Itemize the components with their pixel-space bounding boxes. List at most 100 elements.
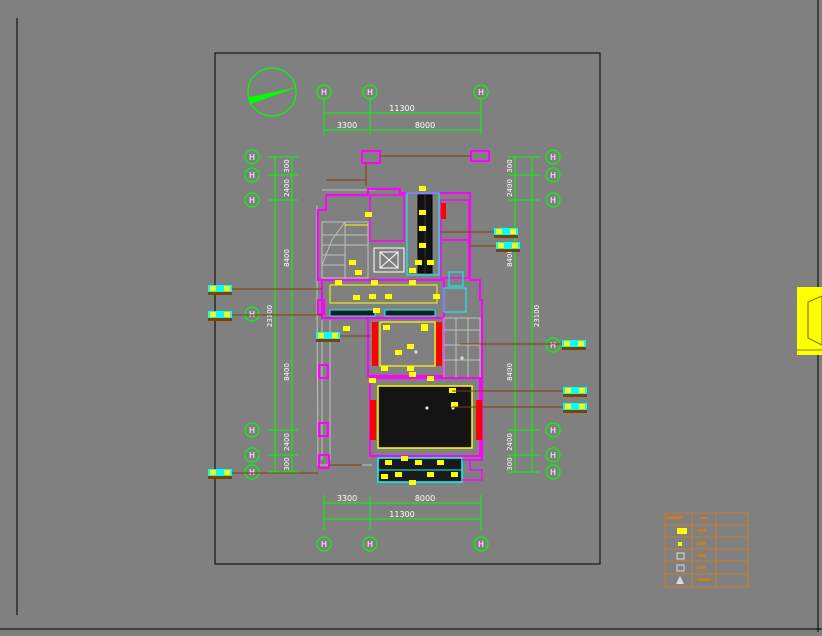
left-axis-bubble: H [244, 464, 260, 480]
light-fixture-icon [365, 212, 372, 217]
legend-icon-5 [676, 576, 684, 584]
light-fixture-icon [349, 260, 356, 265]
light-fixtures [335, 186, 464, 485]
light-fixture-icon [343, 326, 350, 331]
light-fixture-icon [427, 260, 434, 265]
annotation-tag-icon [208, 311, 322, 321]
right-axis-label: H [550, 341, 556, 350]
dim-right-d: 2400 [506, 433, 514, 451]
dim-top-total: 11300 [389, 104, 414, 113]
left-axis-label: H [249, 171, 255, 180]
left-axis-bubble: H [244, 167, 260, 183]
legend-icon-4 [676, 564, 685, 572]
left-axis-bubble: H [244, 447, 260, 463]
chimney-right [470, 150, 490, 162]
dim-right-top-small: 300 [506, 159, 514, 172]
right-dimension-group: 300 2400 8400 23100 8400 2400 300 [506, 156, 541, 473]
right-axis-bubble: H [545, 149, 561, 165]
annotation-tag-icon [316, 332, 370, 342]
sheet-frame [214, 52, 601, 565]
bottom-axis-label: H [367, 540, 373, 549]
left-axis-label: H [249, 451, 255, 460]
light-fixture-icon [355, 270, 362, 275]
outlet-icon [460, 356, 464, 360]
hexagon-tab-icon[interactable] [797, 287, 822, 355]
light-fixture-icon [381, 366, 388, 371]
legend-icon-3 [676, 552, 685, 560]
dim-bottom-left: 3300 [337, 494, 357, 503]
top-axis-label: H [367, 88, 373, 97]
right-axis-label: H [550, 171, 556, 180]
dim-left-b: 8400 [283, 249, 291, 267]
dim-right-total: 23100 [533, 305, 541, 327]
light-fixture-icon [419, 186, 426, 191]
elevator-cross-2 [379, 251, 399, 269]
light-fixture-icon [415, 460, 422, 465]
left-axis-bubble: H [244, 306, 260, 322]
top-axis-label: H [321, 88, 327, 97]
light-fixture-icon [437, 460, 444, 465]
left-axis-bubble: H [244, 192, 260, 208]
light-fixture-icon [427, 472, 434, 477]
legend-table [664, 512, 749, 588]
top-dimension-group: 11300 3300 8000 [323, 100, 482, 135]
left-axis-label: H [249, 153, 255, 162]
annotation-tag-icon [440, 228, 518, 238]
right-axis-label: H [550, 468, 556, 477]
light-fixture-icon [407, 344, 414, 349]
annotation-tag-icon [452, 387, 587, 397]
light-fixture-icon [415, 260, 422, 265]
right-axis-bubble: H [545, 192, 561, 208]
bottom-axis-label: H [321, 540, 327, 549]
left-axis-label: H [249, 426, 255, 435]
dim-right-b: 8400 [506, 249, 514, 267]
light-fixture-icon [381, 474, 388, 479]
right-axis-label: H [550, 451, 556, 460]
light-fixture-icon [385, 294, 392, 299]
right-axis-label: H [550, 153, 556, 162]
annotation-tag-icon [208, 285, 322, 295]
light-fixture-icon [451, 402, 458, 407]
bottom-dimension-group: 3300 8000 11300 [323, 494, 482, 530]
dim-right-a: 2400 [506, 179, 514, 197]
light-fixture-icon [409, 480, 416, 485]
dim-top-left: 3300 [337, 121, 357, 130]
dim-left-d: 2400 [283, 433, 291, 451]
light-fixture-icon [335, 280, 342, 285]
left-axis-label: H [249, 196, 255, 205]
dim-left-bottom-small: 300 [283, 457, 291, 470]
annotation-tag-icon [470, 242, 520, 252]
left-axis-bubble: H [244, 422, 260, 438]
light-fixture-icon [373, 308, 380, 313]
dim-left-a: 2400 [283, 179, 291, 197]
light-fixture-icon [451, 472, 458, 477]
light-fixture-icon [407, 366, 414, 371]
dining-room [367, 317, 445, 377]
light-fixture-icon [383, 325, 390, 330]
annotation-tag-icon [208, 469, 318, 479]
annotation-tags [208, 228, 587, 479]
dim-left-top-small: 300 [283, 159, 291, 172]
floor-plan [316, 150, 490, 485]
annotation-tag-icon [460, 340, 586, 350]
right-axis-bubble: H [545, 167, 561, 183]
right-axis-label: H [550, 196, 556, 205]
dim-right-c: 8400 [506, 363, 514, 381]
light-fixture-icon [395, 472, 402, 477]
right-axis-label: H [550, 426, 556, 435]
dim-bottom-total: 11300 [389, 510, 414, 519]
dim-left-c: 8400 [283, 363, 291, 381]
top-axis-label: H [478, 88, 484, 97]
staircase [321, 221, 369, 279]
right-axis-bubble: H [545, 447, 561, 463]
light-fixture-icon [385, 460, 392, 465]
top-axis-bubble: H [473, 84, 489, 100]
bottom-axis-bubble: H [473, 536, 489, 552]
light-fixture-icon [419, 243, 426, 248]
light-fixture-icon [353, 295, 360, 300]
light-fixture-icon [409, 372, 416, 377]
